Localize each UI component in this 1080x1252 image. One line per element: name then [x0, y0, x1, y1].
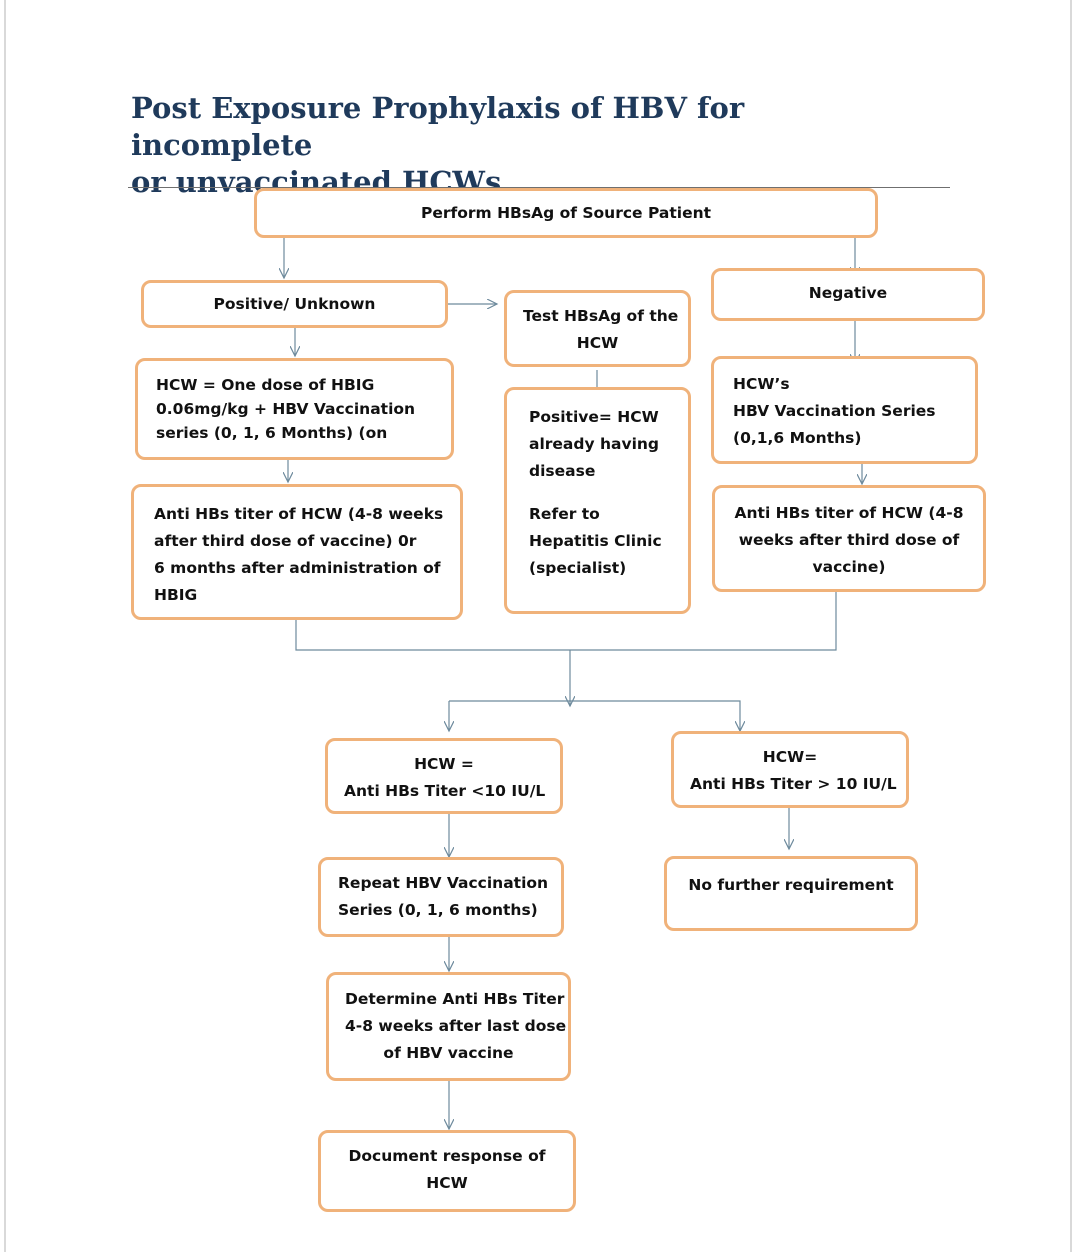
node-positive-unknown: Positive/ Unknown: [141, 280, 448, 328]
node-anti-hbs-titer-left: Anti HBs titer of HCW (4-8 weeks after t…: [131, 484, 463, 620]
node-no-further-requirement: No further requirement: [664, 856, 918, 931]
page-frame: [4, 0, 1072, 1252]
node-perform-hbsag: Perform HBsAg of Source Patient: [254, 188, 878, 238]
node-document-response: Document response of HCW: [318, 1130, 576, 1212]
node-hcw-vaccination-series: HCW’s HBV Vaccination Series (0,1,6 Mont…: [711, 356, 978, 464]
title-divider: [128, 187, 950, 188]
split-line: [449, 700, 740, 731]
node-determine-titer: Determine Anti HBs Titer 4-8 weeks after…: [326, 972, 571, 1081]
node-positive-hcw-refer: Positive= HCW already having disease Ref…: [504, 387, 691, 614]
node-repeat-vaccination: Repeat HBV Vaccination Series (0, 1, 6 m…: [318, 857, 564, 937]
title-line-1: Post Exposure Prophylaxis of HBV for inc…: [131, 91, 745, 162]
node-anti-hbs-titer-right: Anti HBs titer of HCW (4-8 weeks after t…: [712, 485, 986, 592]
node-hbig-dose: HCW = One dose of HBIG 0.06mg/kg + HBV V…: [135, 358, 454, 460]
node-titer-above-10: HCW= Anti HBs Titer > 10 IU/L: [671, 731, 909, 808]
node-titer-below-10: HCW = Anti HBs Titer <10 IU/L: [325, 738, 563, 814]
merge-line: [295, 591, 837, 651]
node-negative: Negative: [711, 268, 985, 321]
node-test-hbsag-hcw: Test HBsAg of the HCW: [504, 290, 691, 367]
